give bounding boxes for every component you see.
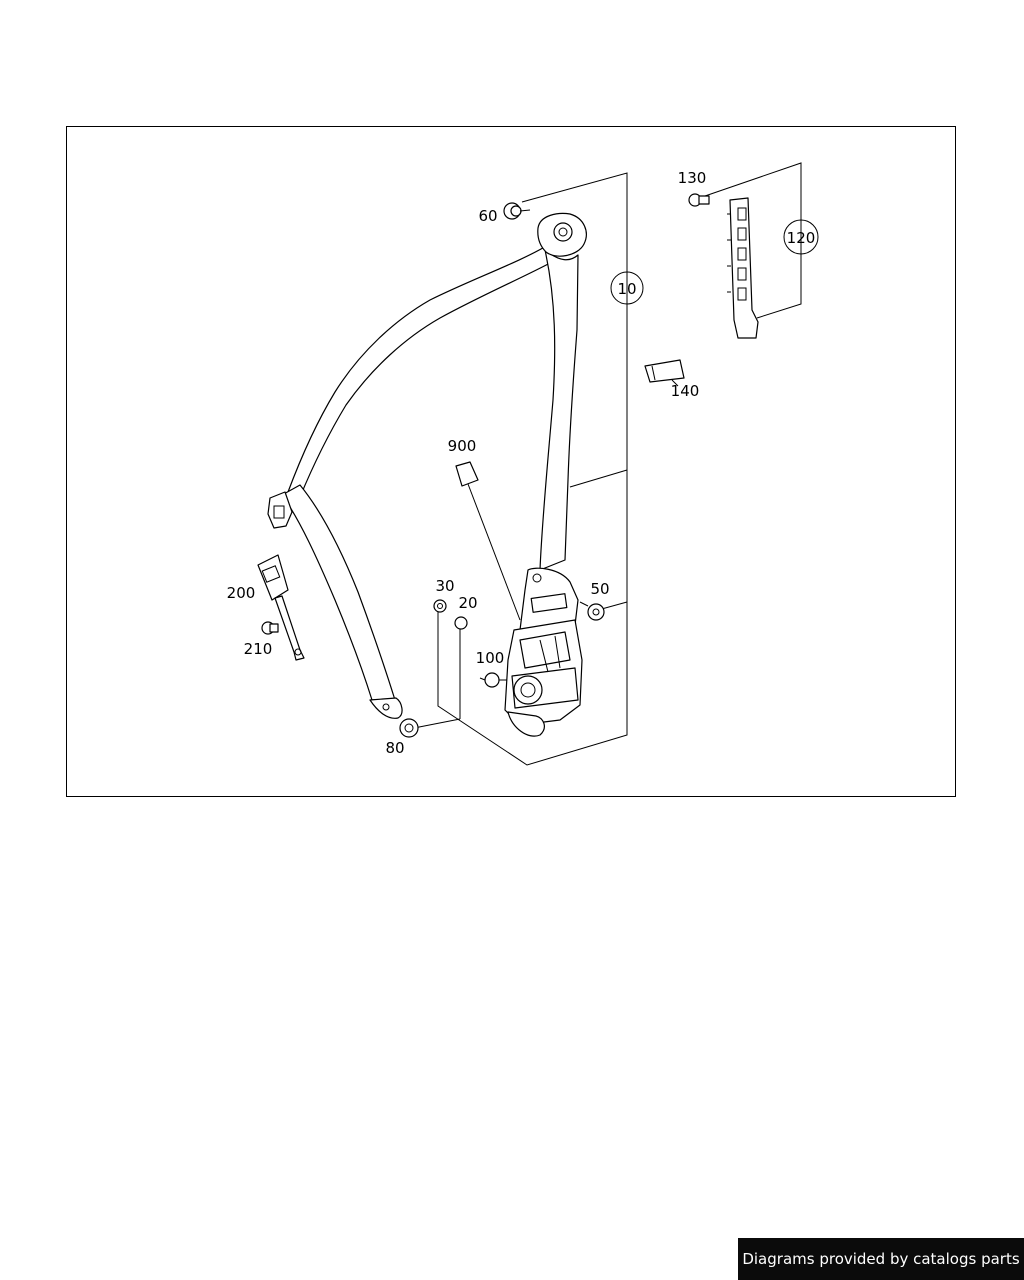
belt-retractor [504, 567, 583, 737]
callout-140: 140 [671, 382, 700, 400]
callout-20: 20 [458, 594, 477, 612]
callout-210: 210 [244, 640, 273, 658]
bolt-part-80 [399, 718, 419, 738]
clip-part-140 [644, 359, 685, 387]
washer-part-20 [454, 616, 468, 630]
callout-200: 200 [227, 584, 256, 602]
diagram-credit-badge: Diagrams provided by catalogs parts [738, 1238, 1024, 1280]
callout-900: 900 [448, 437, 477, 455]
bolt-part-60 [503, 202, 531, 220]
callout-circle-10 [610, 271, 644, 305]
belt-tongue [267, 491, 293, 529]
bolt-part-210 [261, 621, 279, 635]
callout-30: 30 [435, 577, 454, 595]
callout-50: 50 [590, 580, 609, 598]
bolt-part-50 [579, 601, 605, 621]
callout-circle-120 [783, 219, 819, 255]
callout-60: 60 [478, 207, 497, 225]
callout-120: 120 [787, 229, 816, 247]
callout-100: 100 [476, 649, 505, 667]
label-part-900 [455, 461, 521, 621]
washer-part-30 [433, 599, 447, 613]
belt-webbing-upper [287, 244, 579, 571]
upper-guide-ring [537, 212, 587, 257]
screw-part-130 [688, 193, 710, 207]
assembly-bracket-120 [704, 162, 802, 319]
callout-10: 10 [617, 280, 636, 298]
callout-130: 130 [678, 169, 707, 187]
height-adjuster-part-120 [727, 197, 759, 339]
buckle-part-200 [257, 554, 305, 661]
belt-webbing-lower [281, 484, 403, 719]
bolt-part-100 [479, 672, 500, 688]
callout-80: 80 [385, 739, 404, 757]
